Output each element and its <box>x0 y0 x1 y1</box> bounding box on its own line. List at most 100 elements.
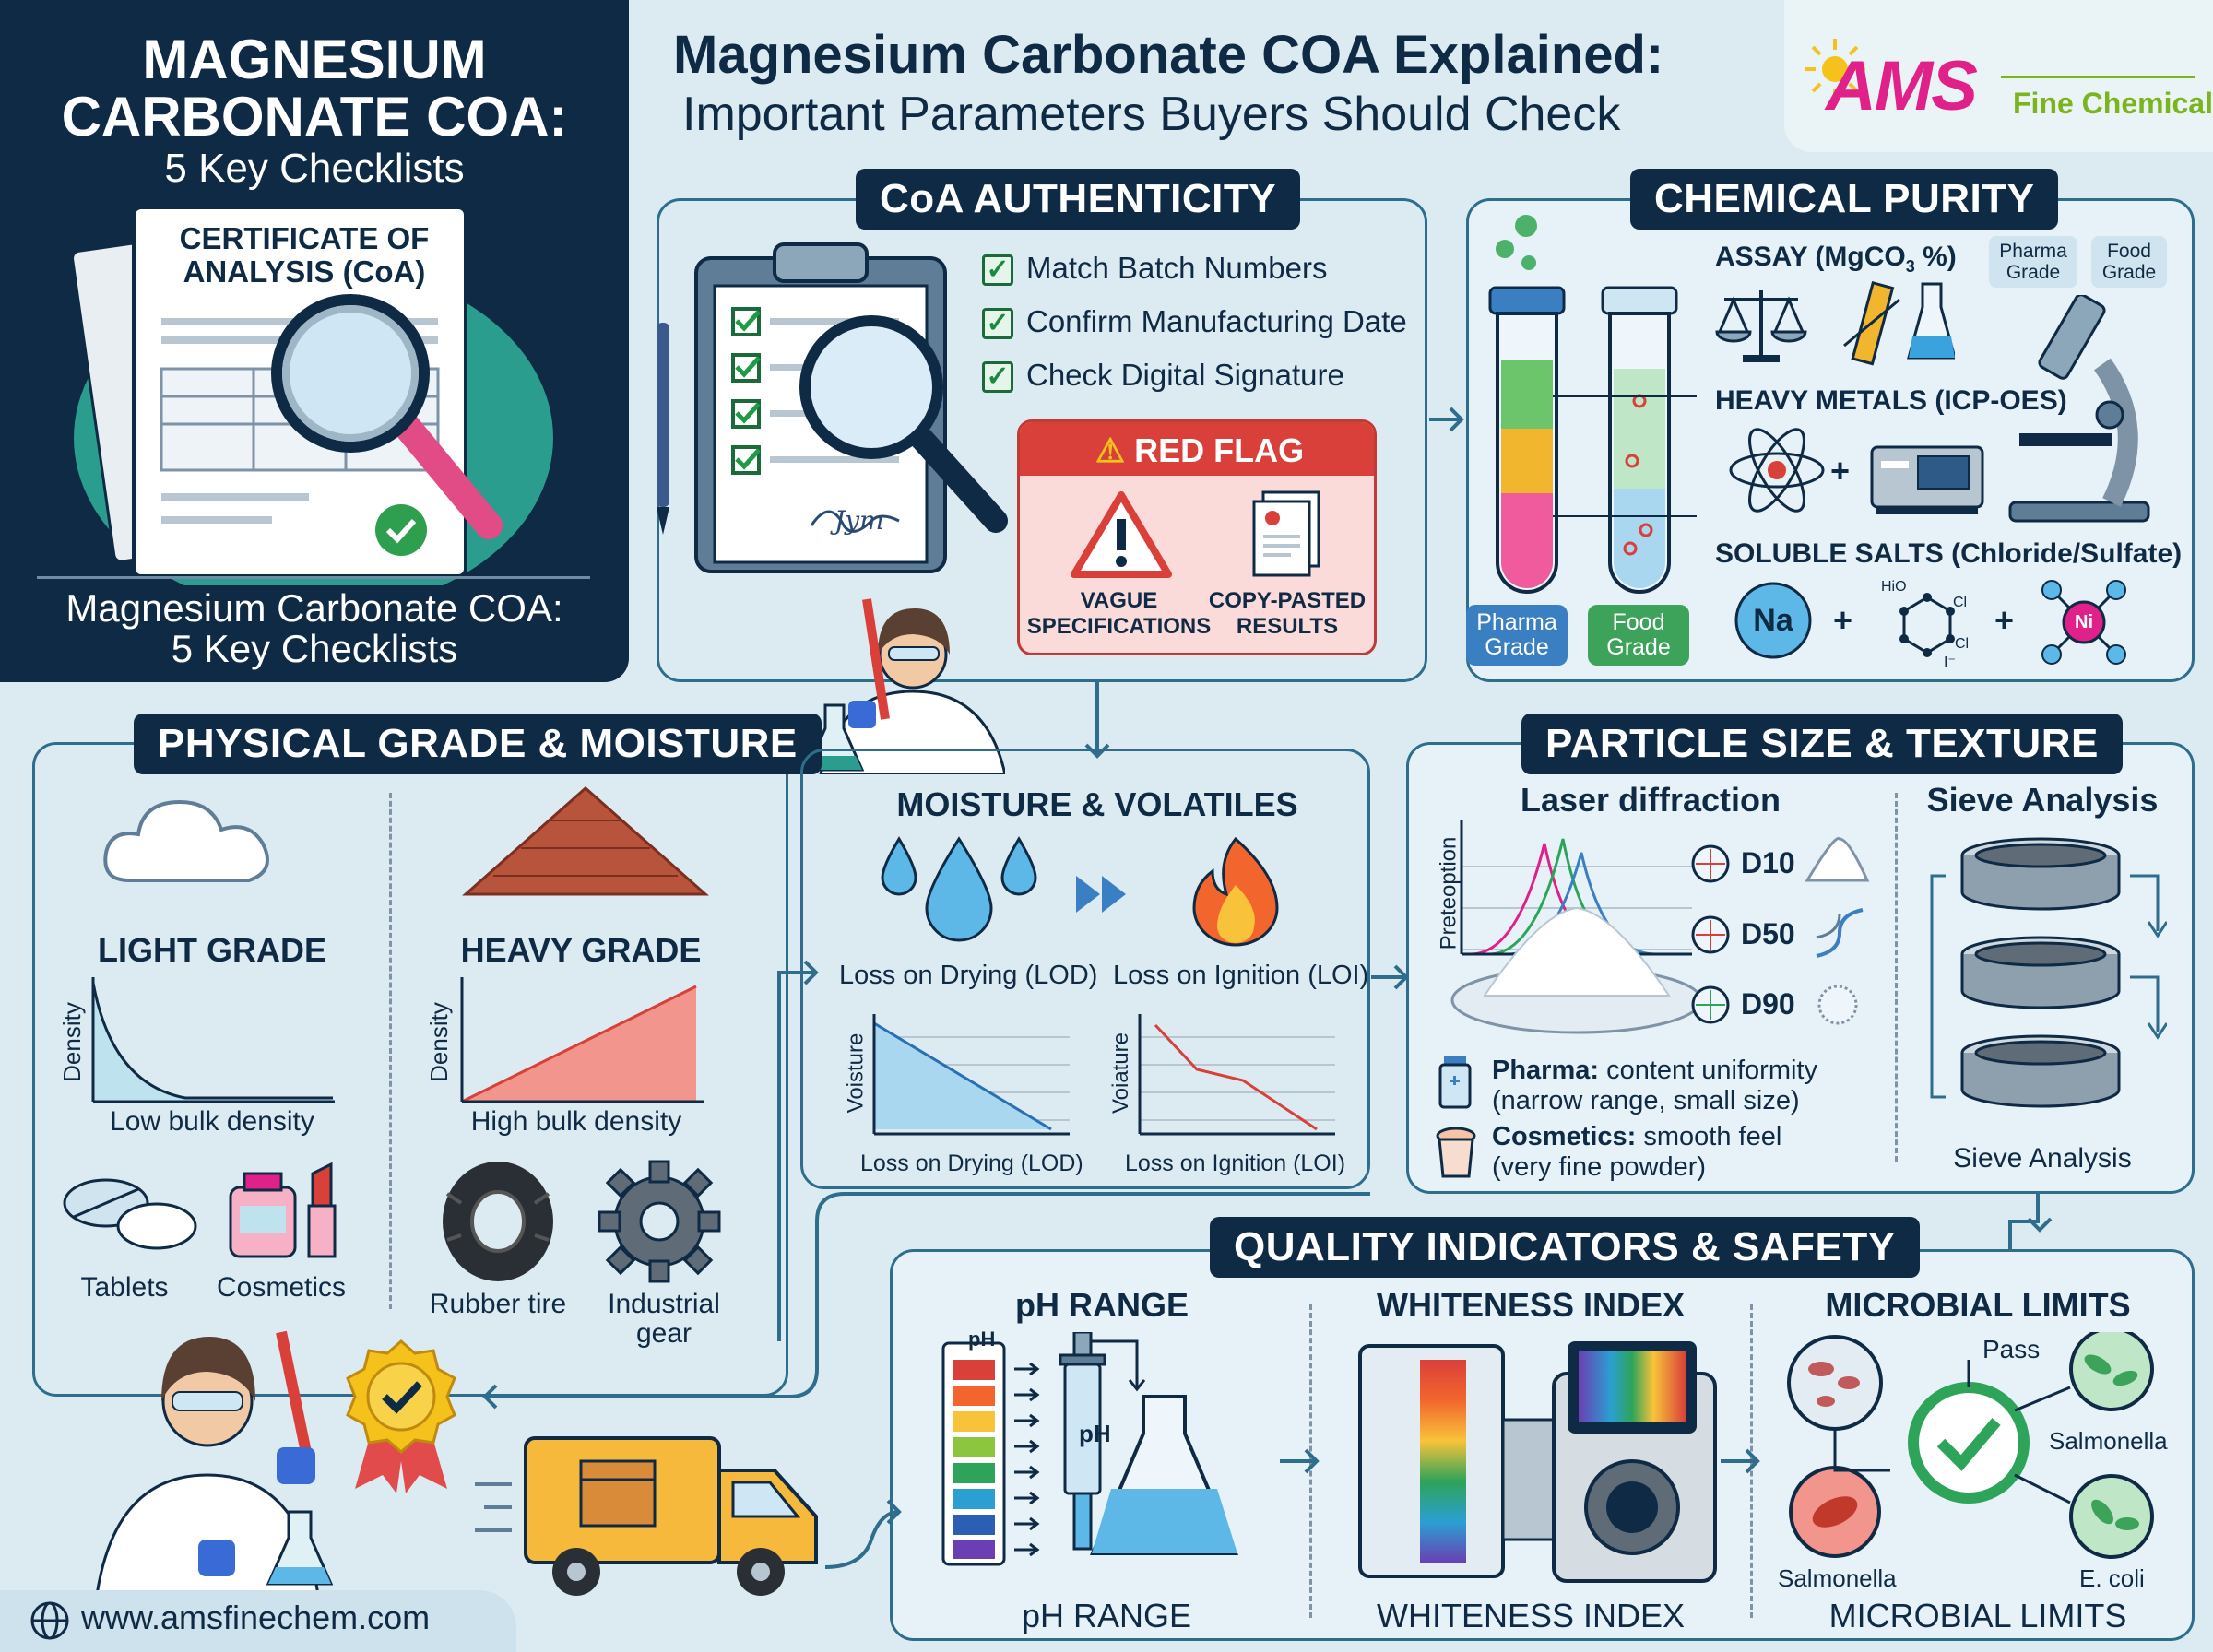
cosmetics-icon <box>229 1162 337 1258</box>
page-title: Magnesium Carbonate COA Explained: <box>673 25 1664 85</box>
plus-sign: + <box>1833 601 1853 639</box>
heavy-density-chart <box>460 977 704 1103</box>
organism-label-ecoli: E. coli <box>2079 1564 2145 1592</box>
app-label-rubber-tire: Rubber tire <box>429 1289 567 1319</box>
tag-line: Food <box>1612 609 1665 635</box>
loi-chart-caption: Loss on Ignition (LOI) <box>1125 1150 1346 1176</box>
globe-icon <box>30 1601 69 1640</box>
benzene-molecule-icon <box>1899 593 1955 657</box>
whiteness-caption: WHITENESS INDEX <box>1376 1597 1686 1634</box>
copy-pasted-2: RESULTS <box>1236 614 1339 639</box>
cosmetics-note-label: Cosmetics: <box>1492 1122 1637 1151</box>
plus-sign: + <box>1830 452 1851 490</box>
banner-caption-1: Magnesium Carbonate COA: <box>65 586 563 630</box>
copy-pasted-1: COPY-PASTED <box>1208 588 1367 613</box>
banner-subtitle: 5 Key Checklists <box>164 146 465 191</box>
heavy-metals-label: HEAVY METALS (ICP-OES) <box>1715 385 2067 416</box>
check-item-batch: ✓Match Batch Numbers <box>982 251 1327 287</box>
soluble-salts-label: SOLUBLE SALTS (Chloride/Sulfate) <box>1715 538 2183 569</box>
tag-line: Pharma <box>1476 609 1557 635</box>
nickel-symbol: Ni <box>2075 612 2093 632</box>
logo-underline <box>2001 76 2195 78</box>
d90-dial-icon <box>1691 985 1730 1024</box>
badge-line: Grade <box>2006 262 2061 283</box>
app-label-industrial: Industrial <box>608 1289 720 1319</box>
tablets-icon <box>63 1178 197 1250</box>
loi-label: Loss on Ignition (LOI) <box>1113 961 1369 990</box>
red-flag-label: RED FLAG <box>1134 431 1305 469</box>
doc-title-1: CERTIFICATE OF <box>179 221 430 255</box>
pharma-note: Pharma: content uniformity <box>1492 1056 1817 1086</box>
tire-icon <box>443 1162 553 1281</box>
pass-label: Pass <box>1982 1335 2041 1363</box>
molecule-label: Cl <box>1955 636 1970 652</box>
check-label: Confirm Manufacturing Date <box>1026 304 1407 338</box>
cosmetics-note-text: smooth feel <box>1636 1122 1782 1151</box>
divider-dashed <box>389 793 392 1309</box>
logo-text: AMS <box>1826 47 1978 125</box>
molecule-label: Cl <box>1953 595 1968 610</box>
chemical-purity-heading: CHEMICAL PURITY <box>1630 169 2059 230</box>
ph-caption: pH RANGE <box>1021 1597 1192 1634</box>
sieve-stack-icon <box>1930 837 2167 1108</box>
lod-label: Loss on Drying (LOD) <box>839 961 1098 990</box>
laser-title: Laser diffraction <box>1520 781 1781 819</box>
scientist-illustration <box>95 1330 320 1595</box>
organism-label-salmonella: Salmonella <box>2049 1427 2168 1455</box>
check-item-signature: ✓Check Digital Signature <box>982 358 1344 394</box>
banner-title-1: MAGNESIUM <box>142 29 487 90</box>
cosmetic-jar-icon <box>1436 1127 1476 1178</box>
coa-authenticity-heading: CoA AUTHENTICITY <box>856 169 1301 230</box>
microbial-caption: MICROBIAL LIMITS <box>1828 1597 2127 1634</box>
logo-company-name: Fine Chemicals <box>2013 87 2213 120</box>
red-flag-title: ⚠ RED FLAG <box>1020 431 1374 470</box>
organism-label-salmonella-2: Salmonella <box>1778 1564 1897 1592</box>
app-label-cosmetics: Cosmetics <box>216 1272 347 1303</box>
left-banner: MAGNESIUM CARBONATE COA: 5 Key Checklist… <box>0 0 629 682</box>
app-label-tablets: Tablets <box>80 1272 169 1303</box>
atom-icon <box>1729 428 1825 513</box>
tag-line: Grade <box>1485 634 1549 660</box>
red-flag-box: ⚠ RED FLAG VAGUE SPECIFICATIONS COPY-PAS… <box>1017 419 1377 655</box>
assay-label: ASSAY (MgCO3 %) <box>1715 242 1957 277</box>
assay-text: ASSAY (MgCO <box>1715 242 1906 272</box>
clipboard-illustration <box>657 242 1008 573</box>
website-link[interactable]: www.amsfinechem.com <box>81 1599 431 1636</box>
whiteness-title: WHITENESS INDEX <box>1376 1286 1686 1324</box>
ph-syringe-label: pH <box>1079 1420 1111 1447</box>
award-badge-icon <box>346 1339 456 1493</box>
vague-specs-1: VAGUE <box>1080 588 1158 613</box>
scientist-pipette-illustration <box>819 598 1005 774</box>
pharma-note-text: content uniformity <box>1599 1056 1817 1085</box>
page-subtitle: Important Parameters Buyers Should Check <box>682 88 1621 141</box>
vial-icon <box>1438 1056 1472 1109</box>
d90-label: D90 <box>1741 987 1795 1021</box>
pharma-note-2: (narrow range, small size) <box>1492 1086 1800 1115</box>
cloud-powder-icon <box>103 799 269 882</box>
badge-line: Pharma <box>1999 241 2067 262</box>
quality-heading: QUALITY INDICATORS & SAFETY <box>1210 1217 1920 1278</box>
balance-ruler-flask-icons <box>1715 281 1955 366</box>
document-copy-icon <box>1252 490 1320 577</box>
plus-sign: + <box>1994 601 2015 639</box>
certificate-illustration <box>71 206 553 585</box>
heavy-grade-label: HEAVY GRADE <box>460 931 702 969</box>
microscope-icon <box>2008 295 2150 523</box>
powder-heap-icon <box>1805 837 1870 882</box>
molecule-label: HiO <box>1881 579 1907 595</box>
d50-dial-icon <box>1691 915 1730 954</box>
icp-instrument-icon <box>1870 445 1984 514</box>
d10-dial-icon <box>1691 844 1730 883</box>
d50-label: D50 <box>1741 917 1795 950</box>
lod-chart-caption: Loss on Drying (LOD) <box>860 1150 1083 1176</box>
spectrophotometer-illustration <box>1358 1341 1717 1583</box>
tag-line: Grade <box>1606 634 1671 660</box>
assay-sub: 3 <box>1905 257 1915 276</box>
delivery-truck-icon <box>475 1436 818 1596</box>
moisture-heading: MOISTURE & VOLATILES <box>885 785 1309 824</box>
distribution-chart <box>1450 820 1701 1034</box>
flask-icon <box>266 1510 334 1586</box>
